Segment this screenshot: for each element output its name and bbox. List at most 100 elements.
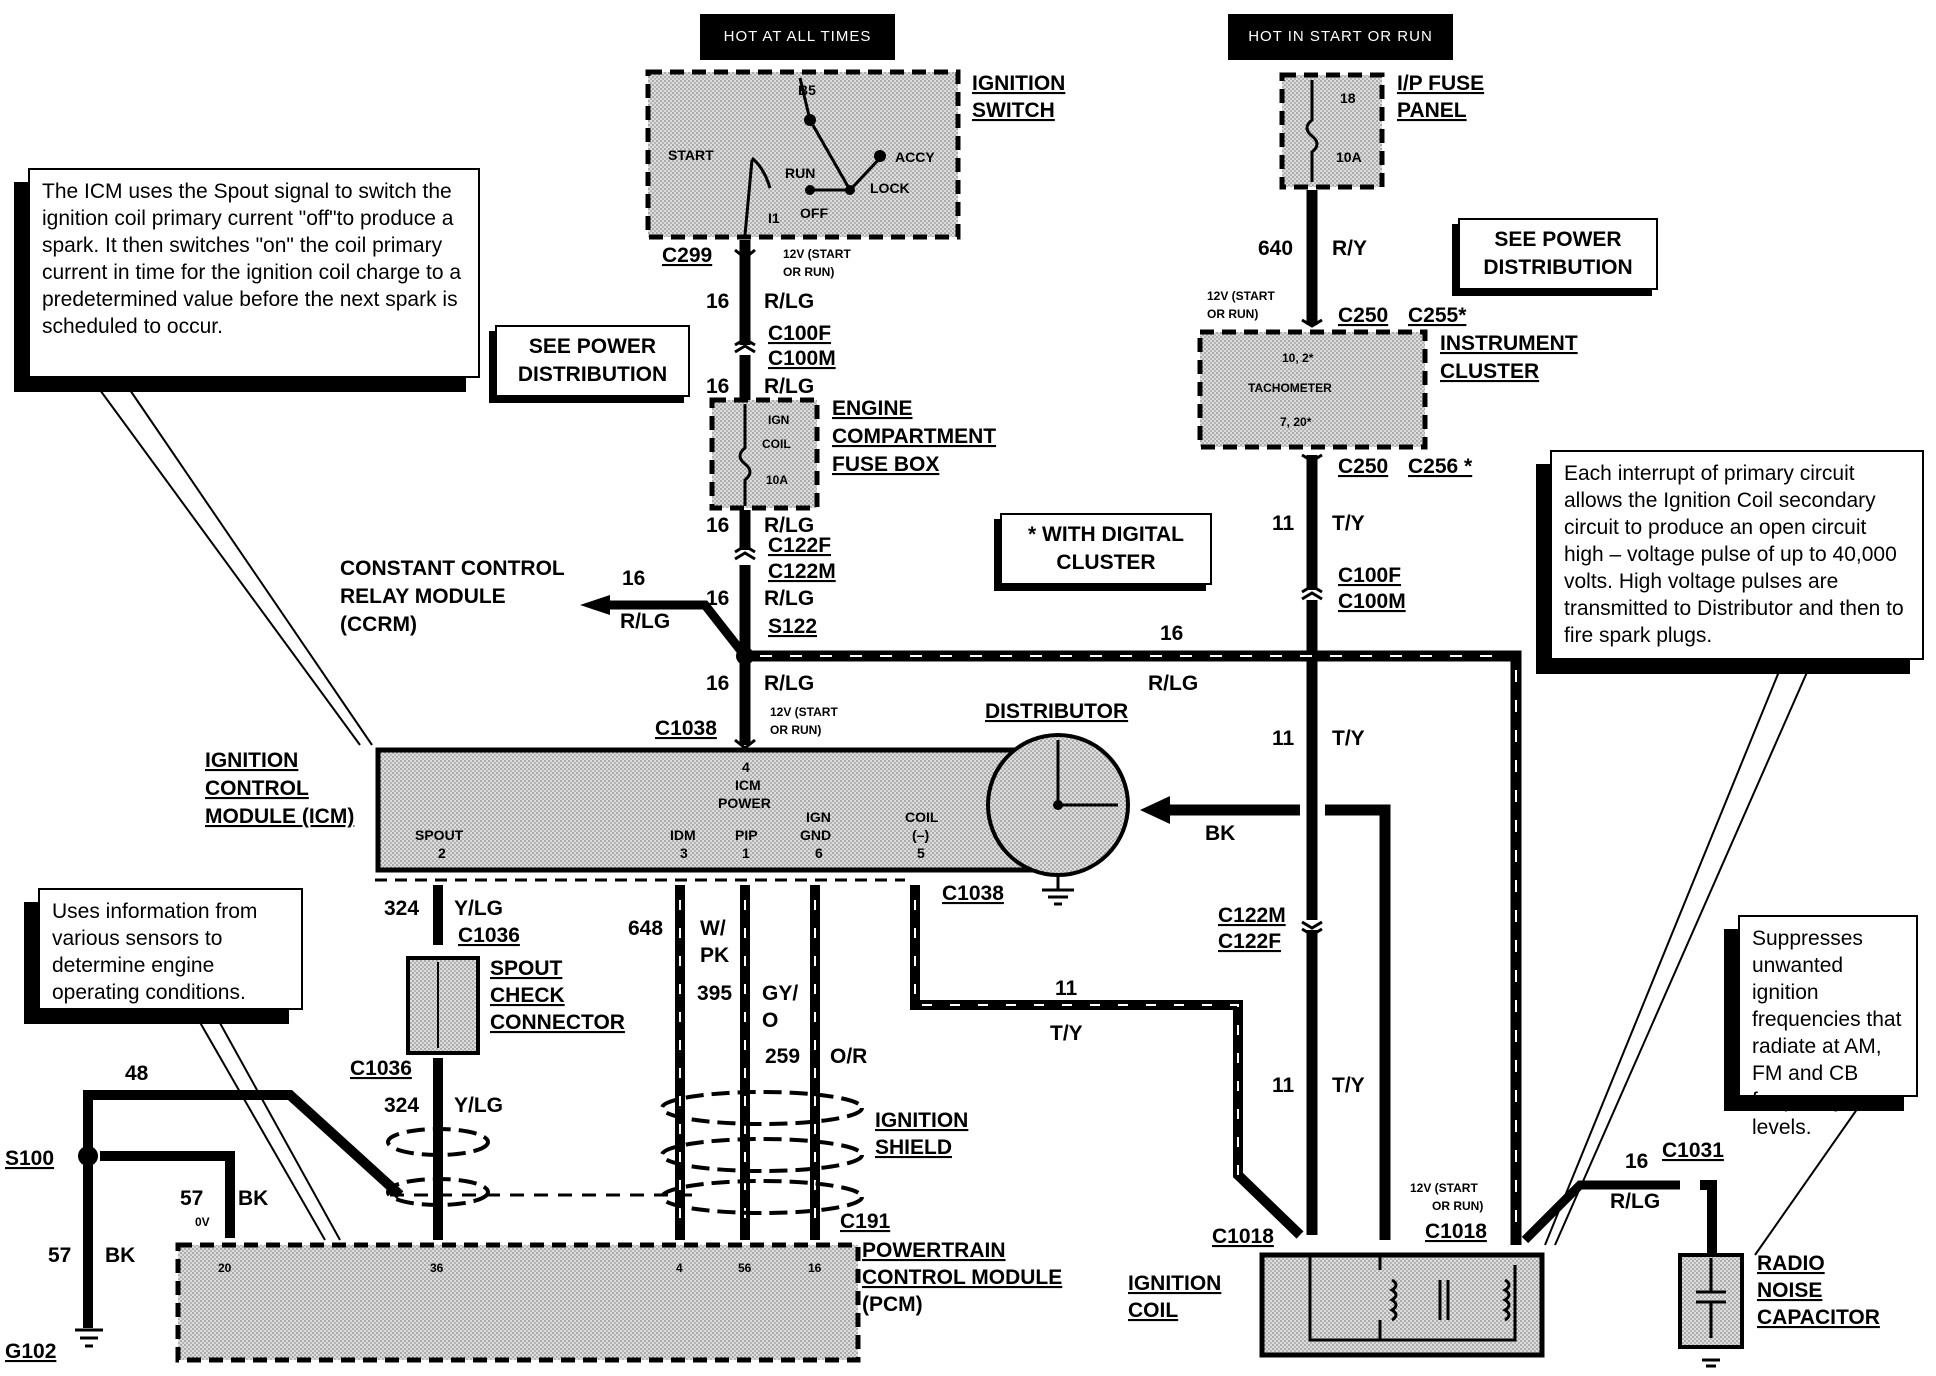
- tach-pins-1: 10, 2*: [1282, 351, 1314, 365]
- icm-pin-gnd-n: 6: [815, 845, 823, 861]
- pcm-pin-36: 36: [430, 1261, 444, 1275]
- switch-start: START: [668, 147, 714, 163]
- c1036-a: C1036: [458, 924, 520, 947]
- pcm-pin-4: 4: [676, 1261, 683, 1275]
- v12d-1: 12V (START: [1410, 1181, 1478, 1195]
- switch-i1: I1: [768, 210, 780, 226]
- c299: C299: [662, 244, 712, 267]
- note-sensors: Uses information from various sensors to…: [38, 888, 303, 1010]
- icm-pin-power-n: 4: [742, 759, 750, 775]
- c250-a: C250: [1338, 304, 1388, 327]
- wire-gyo-1: GY/: [762, 982, 798, 1005]
- pcm-pin-16: 16: [808, 1261, 822, 1275]
- wire-rlg-e: R/LG: [764, 672, 814, 695]
- v12c-2: OR RUN): [1207, 307, 1258, 321]
- see-power-2-text: SEE POWER DISTRIBUTION: [1483, 228, 1633, 279]
- switch-off: OFF: [800, 205, 828, 221]
- tach-pins-2: 7, 20*: [1280, 415, 1312, 429]
- wire-rlg-ccrm: R/LG: [620, 610, 670, 633]
- c250-b: C250: [1338, 455, 1388, 478]
- icm-pin-gnd: GND: [800, 827, 831, 843]
- wire-wpk-1: W/: [700, 917, 726, 940]
- capacitor-label-3: CAPACITOR: [1757, 1306, 1880, 1329]
- v12b-1: 12V (START: [770, 705, 838, 719]
- icm-pin-spout: SPOUT: [415, 827, 464, 843]
- note-suppress: Suppresses unwanted ignition frequencies…: [1738, 915, 1918, 1139]
- c1038-a: C1038: [655, 717, 717, 740]
- header-hot-start-run: HOT IN START OR RUN: [1228, 14, 1453, 60]
- v12a-2: OR RUN): [783, 265, 834, 279]
- icm-pin-coil-2: (–): [912, 827, 929, 843]
- wire-395: 395: [697, 982, 732, 1005]
- cluster-label-2: CLUSTER: [1440, 360, 1539, 383]
- wire-bk-b: BK: [105, 1244, 135, 1267]
- switch-accy: ACCY: [895, 149, 935, 165]
- wire-16-c: 16: [706, 514, 729, 537]
- wire-57-b: 57: [48, 1244, 71, 1267]
- icm-label-1: IGNITION: [205, 749, 298, 772]
- wire-259: 259: [765, 1045, 800, 1068]
- icm-pin-power: ICM: [735, 777, 761, 793]
- fuse-box-label-3: FUSE BOX: [832, 453, 939, 476]
- c1036-b: C1036: [350, 1057, 412, 1080]
- c100m-2: C100M: [1338, 590, 1406, 613]
- c122m: C122M: [768, 560, 836, 583]
- switch-lock: LOCK: [870, 180, 910, 196]
- wire-648: 648: [628, 917, 663, 940]
- spout-conn-3: CONNECTOR: [490, 1011, 625, 1034]
- wire-640: 640: [1258, 237, 1293, 260]
- callout-pointers: [99, 389, 1861, 1256]
- c122f: C122F: [768, 534, 831, 557]
- pcm-label-1: POWERTRAIN: [862, 1239, 1006, 1262]
- ign-coil-label-1: IGNITION: [1128, 1272, 1221, 1295]
- v12d-2: OR RUN): [1432, 1199, 1483, 1213]
- ign-coil-fuse-2: COIL: [762, 437, 791, 451]
- ignition-switch-label-2: SWITCH: [972, 99, 1055, 122]
- ignition-switch-box: [645, 69, 961, 240]
- header-hot-all-times: HOT AT ALL TIMES: [700, 14, 895, 60]
- fuse-box-label-2: COMPARTMENT: [832, 425, 996, 448]
- wire-rlg-c: R/LG: [764, 514, 814, 537]
- see-power-1-text: SEE POWER DISTRIBUTION: [517, 335, 668, 386]
- ip-fuse-box: [1279, 72, 1385, 190]
- wire-11-d: 11: [1055, 977, 1078, 1000]
- icm-pin-pip-n: 1: [742, 845, 750, 861]
- spout-conn-1: SPOUT: [490, 957, 563, 980]
- v12b-2: OR RUN): [770, 723, 821, 737]
- digital-cluster-note: * WITH DIGITAL CLUSTER: [1000, 513, 1212, 585]
- tach-label: TACHOMETER: [1248, 381, 1332, 395]
- icm-pin-power-2: POWER: [718, 795, 771, 811]
- ccrm-label-2: RELAY MODULE: [340, 585, 506, 608]
- distributor-label: DISTRIBUTOR: [985, 700, 1128, 723]
- c122f-2: C122F: [1218, 930, 1281, 953]
- wire-324-b: 324: [384, 1094, 419, 1117]
- wire-11-c: 11: [1272, 1074, 1295, 1097]
- icm-pin-idm-n: 3: [680, 845, 688, 861]
- wire-rlg-f: R/LG: [1148, 672, 1198, 695]
- ip-fuse-num: 18: [1340, 90, 1356, 106]
- g102: G102: [5, 1340, 56, 1363]
- icm-pin-idm: IDM: [670, 827, 696, 843]
- wire-ylg-a: Y/LG: [454, 897, 503, 920]
- wire-ty-c: T/Y: [1332, 1074, 1365, 1097]
- zero-v: 0V: [195, 1215, 210, 1229]
- wire-gyo-2: O: [762, 1009, 778, 1032]
- wire-48: 48: [125, 1062, 149, 1085]
- pcm-label-3: (PCM): [862, 1293, 923, 1316]
- wire-ylg-b: Y/LG: [454, 1094, 503, 1117]
- icm-label-2: CONTROL: [205, 777, 309, 800]
- switch-contacts: [743, 77, 882, 236]
- icm-label-3: MODULE (ICM): [205, 805, 354, 828]
- c191: C191: [840, 1210, 891, 1233]
- icm-pin-pip: PIP: [735, 827, 758, 843]
- icm-pin-ign: IGN: [806, 809, 831, 825]
- pcm-label-2: CONTROL MODULE: [862, 1266, 1062, 1289]
- shield-label-1: IGNITION: [875, 1109, 968, 1132]
- ip-fuse-label-2: PANEL: [1397, 99, 1467, 122]
- see-power-distribution-2: SEE POWER DISTRIBUTION: [1458, 218, 1658, 290]
- wire-ty-b: T/Y: [1332, 727, 1365, 750]
- c256: C256 *: [1408, 455, 1473, 478]
- engine-fuse-box: [709, 397, 820, 511]
- c100f-2: C100F: [1338, 564, 1401, 587]
